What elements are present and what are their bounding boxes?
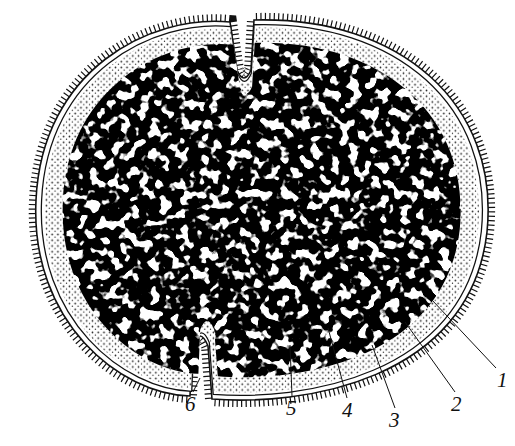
callout-number: 2 (451, 394, 462, 415)
callout-number: 6 (185, 394, 196, 415)
callout-number: 5 (286, 398, 297, 419)
leader-lines (193, 300, 496, 408)
callout-number: 3 (389, 410, 400, 431)
callout-number: 4 (342, 400, 353, 421)
callout-number: 1 (497, 370, 508, 391)
